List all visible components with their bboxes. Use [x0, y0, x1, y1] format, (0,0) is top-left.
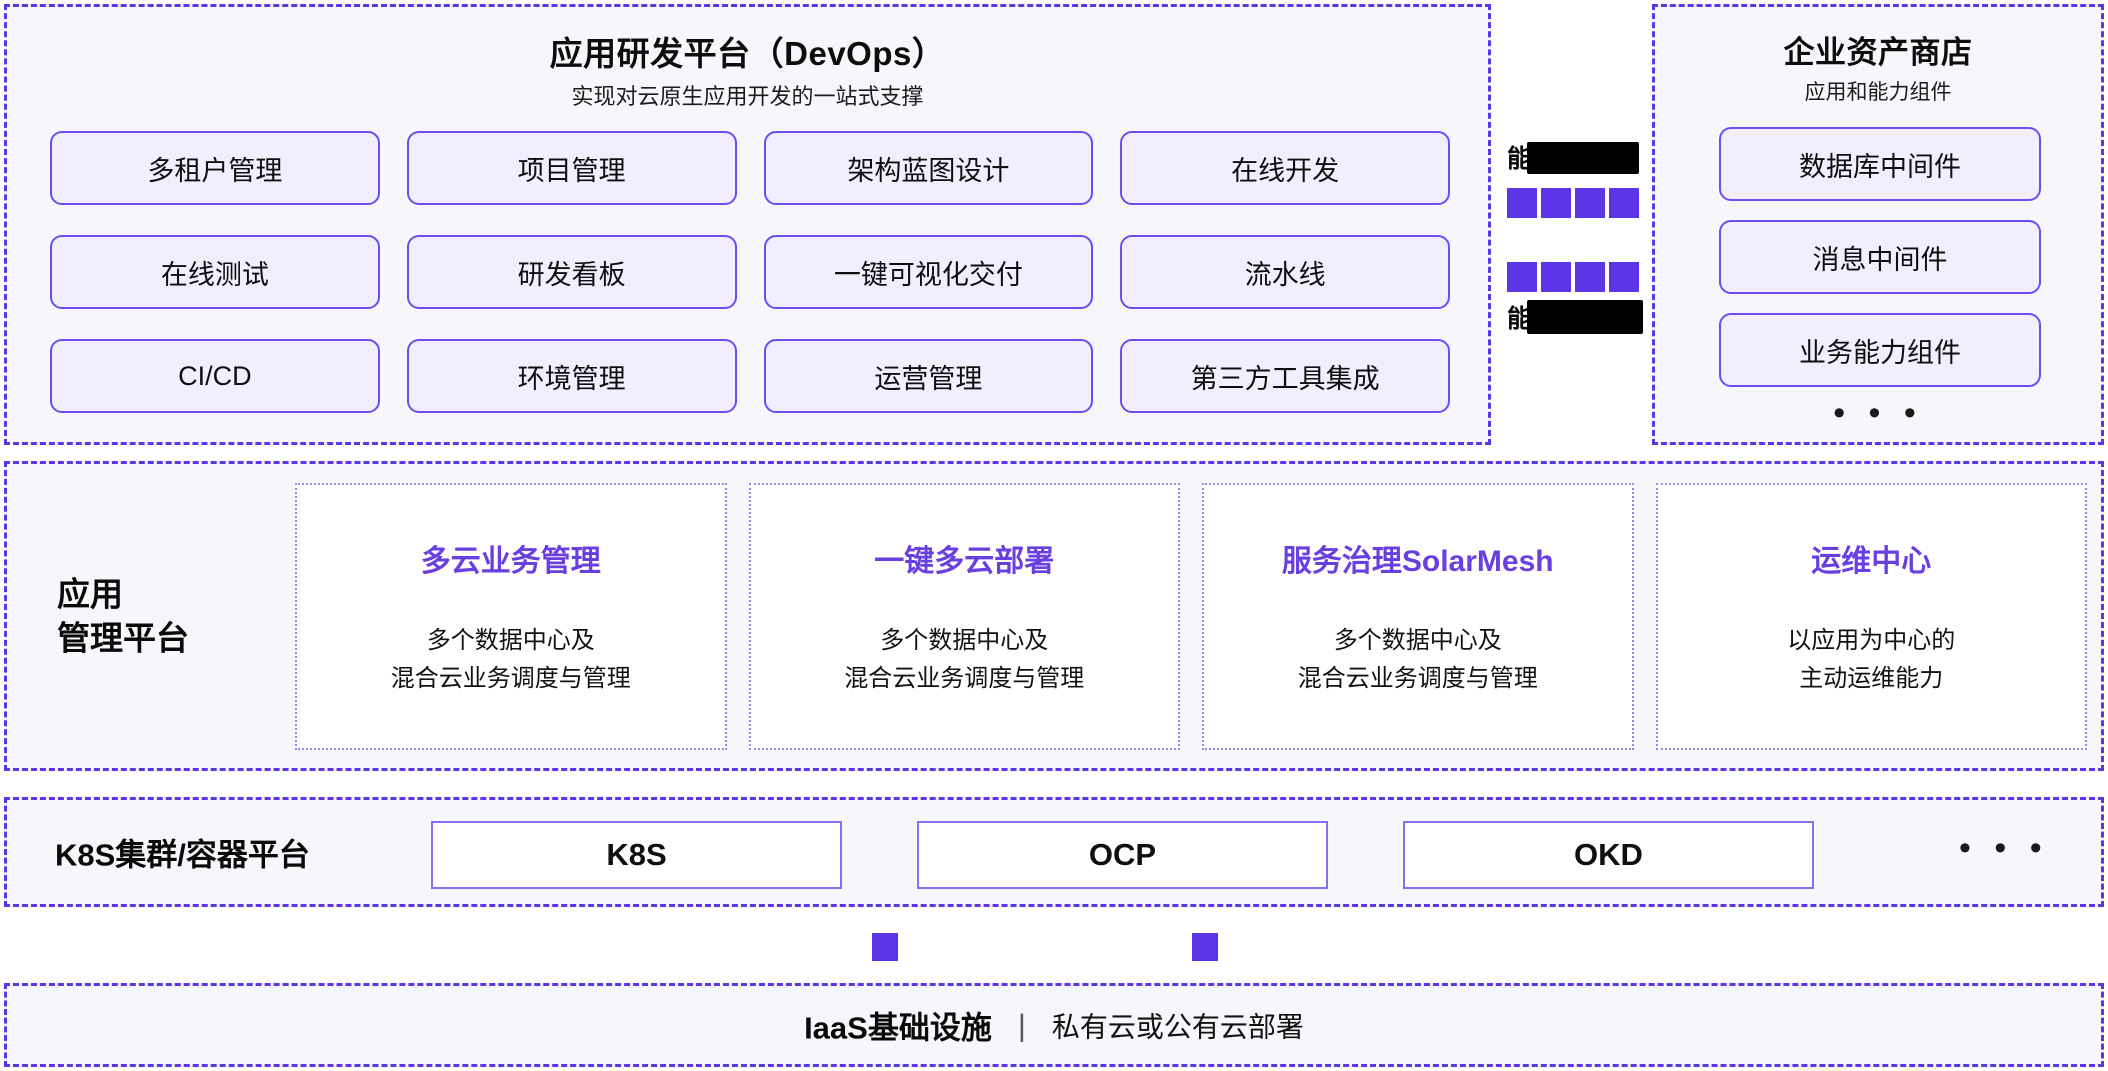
purple-square: [1575, 262, 1605, 292]
devops-card[interactable]: 环境管理: [406, 339, 737, 413]
devops-card[interactable]: 项目管理: [406, 131, 737, 205]
app-management-card-heading: 一键多云部署: [874, 545, 1055, 579]
purple-square: [1541, 188, 1571, 218]
devops-card[interactable]: 运营管理: [763, 339, 1094, 413]
devops-card[interactable]: CI/CD: [50, 339, 380, 413]
asset-store-item[interactable]: 数据库中间件: [1719, 127, 2041, 201]
app-management-card-heading: 多云业务管理: [420, 545, 601, 579]
app-management-panel: 应用 管理平台 多云业务管理 多个数据中心及 混合云业务调度与管理 一键多云部署…: [4, 461, 2104, 771]
k8s-cluster-panel: K8S集群/容器平台 K8S OCP OKD • • •: [4, 797, 2104, 907]
asset-store-item[interactable]: 业务能力组件: [1719, 313, 2041, 387]
app-management-card-heading: 服务治理SolarMesh: [1281, 545, 1554, 579]
devops-panel-title: 应用研发平台（DevOps）: [549, 35, 946, 72]
devops-card[interactable]: 第三方工具集成: [1120, 339, 1450, 413]
purple-square: [1507, 188, 1537, 218]
app-management-card[interactable]: 服务治理SolarMesh 多个数据中心及 混合云业务调度与管理: [1202, 483, 1634, 750]
app-management-label: 应用 管理平台: [57, 575, 189, 656]
k8s-platform-item[interactable]: OCP: [917, 821, 1328, 889]
app-management-card[interactable]: 多云业务管理 多个数据中心及 混合云业务调度与管理: [295, 483, 727, 750]
asset-store-list: 数据库中间件 消息中间件 业务能力组件: [1719, 127, 2041, 387]
app-management-card-body: 多个数据中心及 混合云业务调度与管理: [844, 627, 1085, 692]
devops-card[interactable]: 架构蓝图设计: [763, 131, 1094, 205]
square-row-top: [1507, 188, 1639, 218]
k8s-panel-label: K8S集群/容器平台: [55, 837, 310, 873]
app-management-card-row: 多云业务管理 多个数据中心及 混合云业务调度与管理 一键多云部署 多个数据中心及…: [295, 483, 2087, 750]
k8s-platform-item[interactable]: K8S: [431, 821, 842, 889]
devops-platform-panel: 应用研发平台（DevOps） 实现对云原生应用开发的一站式支撑 多租户管理 项目…: [4, 4, 1491, 445]
k8s-platform-list: K8S OCP OKD • • •: [431, 821, 2049, 889]
iaas-separator: |: [1017, 1007, 1026, 1042]
redaction-bar: [1527, 300, 1643, 334]
connector-square-right: [1192, 933, 1218, 961]
app-management-card-heading: 运维中心: [1811, 545, 1932, 579]
devops-card[interactable]: 一键可视化交付: [763, 235, 1094, 309]
purple-square: [1609, 262, 1639, 292]
devops-card[interactable]: 在线测试: [50, 235, 380, 309]
devops-capability-grid: 多租户管理 项目管理 架构蓝图设计 在线开发 在线测试 研发看板 一键可视化交付…: [50, 131, 1450, 413]
k8s-platform-item[interactable]: OKD: [1403, 821, 1814, 889]
connector-square-left: [872, 933, 898, 961]
app-management-card-body: 多个数据中心及 混合云业务调度与管理: [390, 627, 631, 692]
app-management-card[interactable]: 一键多云部署 多个数据中心及 混合云业务调度与管理: [748, 483, 1180, 750]
asset-store-subtitle: 应用和能力组件: [1804, 81, 1952, 104]
purple-square: [1575, 188, 1605, 218]
iaas-infrastructure-panel: IaaS基础设施 | 私有云或公有云部署: [4, 983, 2104, 1067]
asset-store-title: 企业资产商店: [1783, 35, 1973, 70]
app-management-card-body: 以应用为中心的 主动运维能力: [1787, 627, 1956, 692]
asset-store-panel: 企业资产商店 应用和能力组件 数据库中间件 消息中间件 业务能力组件 • • •: [1652, 4, 2104, 445]
app-management-card-body: 多个数据中心及 混合云业务调度与管理: [1297, 627, 1538, 692]
redaction-bar: [1527, 142, 1639, 174]
middle-connector-column: 能 能: [1499, 4, 1644, 445]
purple-square: [1609, 188, 1639, 218]
devops-card[interactable]: 研发看板: [406, 235, 737, 309]
asset-store-item[interactable]: 消息中间件: [1719, 220, 2041, 294]
devops-card[interactable]: 在线开发: [1120, 131, 1450, 205]
app-management-card[interactable]: 运维中心 以应用为中心的 主动运维能力: [1655, 483, 2087, 750]
iaas-title: IaaS基础设施: [804, 1010, 992, 1046]
k8s-more-indicator: • • •: [1959, 829, 2049, 867]
iaas-row-content: IaaS基础设施 | 私有云或公有云部署: [7, 1003, 2101, 1048]
devops-card[interactable]: 多租户管理: [50, 131, 380, 205]
purple-square: [1507, 262, 1537, 292]
devops-panel-subtitle: 实现对云原生应用开发的一站式支撑: [571, 84, 924, 109]
asset-store-more-indicator: • • •: [1833, 394, 1923, 432]
square-row-bottom: [1507, 262, 1639, 292]
iaas-note: 私有云或公有云部署: [1051, 1011, 1304, 1042]
purple-square: [1541, 262, 1571, 292]
devops-card[interactable]: 流水线: [1120, 235, 1450, 309]
